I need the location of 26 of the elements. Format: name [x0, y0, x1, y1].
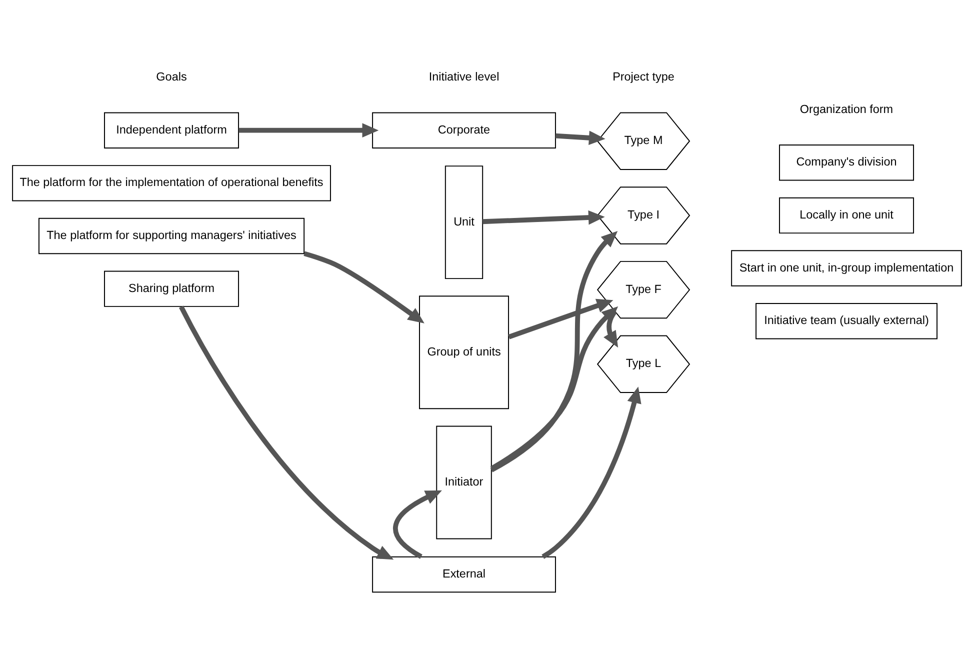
node-box: Company's division — [779, 144, 914, 180]
label: Organization form — [800, 102, 894, 116]
arrow — [304, 250, 424, 323]
node-box: Independent platform — [104, 112, 240, 148]
node-box: The platform for supporting managers' initiatives — [38, 217, 305, 254]
label: Project type — [612, 70, 674, 84]
node-box: Corporate — [372, 112, 556, 148]
arrow — [238, 122, 379, 137]
node-box: External — [372, 556, 556, 592]
arrow — [555, 130, 606, 145]
arrow — [604, 310, 618, 348]
node-box: Sharing platform — [104, 270, 240, 306]
arrow — [393, 490, 442, 558]
node-box: Initiative team (usually external) — [756, 302, 938, 339]
arrow — [482, 210, 605, 224]
node-box: Group of units — [419, 295, 509, 409]
node-box: Start in one unit, in-group implementation — [731, 250, 962, 286]
arrow — [178, 305, 394, 560]
node-box: Initiator — [436, 425, 492, 539]
node-box: The platform for the implementation of operational benefits — [12, 164, 331, 201]
arrow — [508, 298, 614, 339]
label: Initiative level — [428, 70, 500, 84]
node-box: Unit — [444, 165, 484, 279]
label: Goals — [156, 70, 187, 84]
node-box: Locally in one unit — [779, 196, 914, 234]
arrow — [542, 386, 642, 558]
